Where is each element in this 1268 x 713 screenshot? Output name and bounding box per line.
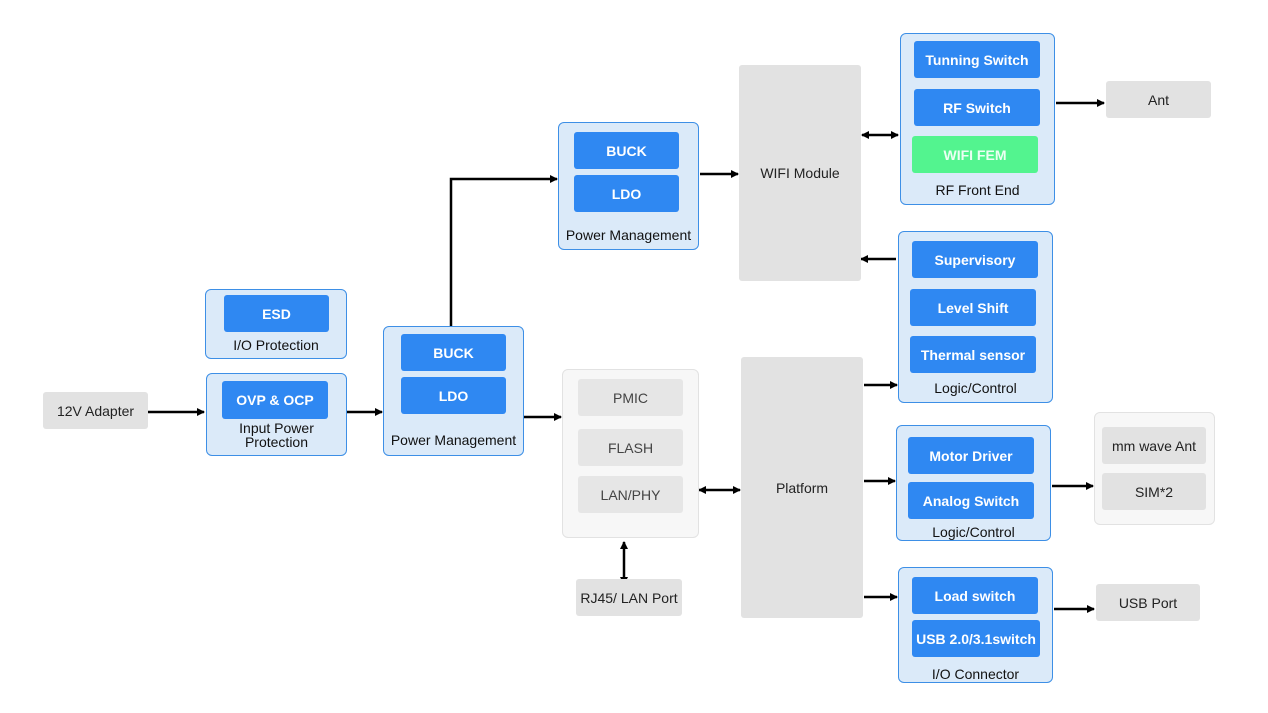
io-connector-label: I/O Connector: [931, 666, 1020, 682]
level-shift-block: Level Shift: [910, 289, 1036, 326]
adapter-block: 12V Adapter: [43, 392, 148, 429]
platform-block: Platform: [741, 357, 863, 618]
ldo-main-block: LDO: [401, 377, 506, 414]
supervisory-block: Supervisory: [912, 241, 1038, 278]
rf-front-end-label: RF Front End: [935, 182, 1020, 198]
power-management-wifi-label: Power Management: [565, 227, 692, 243]
mmwave-ant-block: mm wave Ant: [1102, 427, 1206, 464]
sim-block: SIM*2: [1102, 473, 1206, 510]
ant-block: Ant: [1106, 81, 1211, 118]
usb-port-block: USB Port: [1096, 584, 1200, 621]
rj45-port-block: RJ45/ LAN Port: [576, 579, 682, 616]
logic-control-label-1: Logic/Control: [934, 380, 1017, 396]
esd-block: ESD: [224, 295, 329, 332]
buck-wifi-block: BUCK: [574, 132, 679, 169]
flash-block: FLASH: [578, 429, 683, 466]
wifi-fem-block: WIFI FEM: [912, 136, 1038, 173]
load-switch-block: Load switch: [912, 577, 1038, 614]
pmic-block: PMIC: [578, 379, 683, 416]
tunning-switch-block: Tunning Switch: [914, 41, 1040, 78]
motor-driver-block: Motor Driver: [908, 437, 1034, 474]
lan-phy-block: LAN/PHY: [578, 476, 683, 513]
power-management-main-label: Power Management: [390, 432, 517, 448]
ldo-wifi-block: LDO: [574, 175, 679, 212]
io-protection-label: I/O Protection: [233, 337, 319, 353]
rf-switch-block: RF Switch: [914, 89, 1040, 126]
buck-main-block: BUCK: [401, 334, 506, 371]
thermal-sensor-block: Thermal sensor: [910, 336, 1036, 373]
arrow-power-to-wifi-power: [449, 175, 558, 328]
wifi-module-block: WIFI Module: [739, 65, 861, 281]
usb-switch-block: USB 2.0/3.1switch: [912, 620, 1040, 657]
analog-switch-block: Analog Switch: [908, 482, 1034, 519]
ovp-ocp-block: OVP & OCP: [222, 381, 328, 419]
input-protection-label: Input Power Protection: [239, 420, 314, 450]
logic-control-label-2: Logic/Control: [932, 524, 1015, 540]
